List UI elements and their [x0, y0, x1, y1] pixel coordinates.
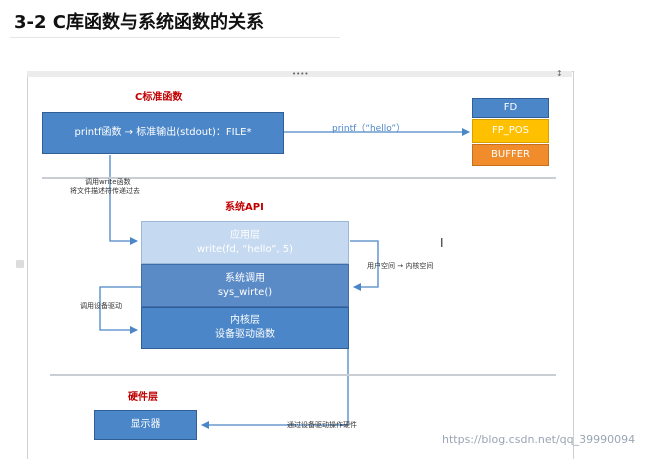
fp-pos-label: FP_POS [491, 125, 530, 136]
hardware-arrow [201, 345, 349, 429]
expand-icon[interactable]: ↕ [556, 69, 563, 78]
kernel-sub: 设备驱动函数 [215, 329, 275, 340]
user-to-kernel-arrow [350, 240, 379, 291]
driver-call-arrow [99, 286, 141, 334]
slide-left-handle-icon[interactable] [16, 260, 24, 268]
display-label: 显示器 [130, 419, 161, 430]
app-layer-call: write(fd, “hello”, 5) [196, 243, 294, 255]
syscall-title: 系统调用 [225, 272, 265, 284]
fp-pos-cell: FP_POS [472, 119, 549, 143]
slide-resize-grip-icon[interactable]: •••• [292, 70, 309, 78]
slide-top-bar[interactable] [27, 71, 572, 77]
write-call-arrow [109, 155, 138, 245]
printf-stdout-label: printf函数 → 标准输出(stdout)：FILE* [74, 127, 252, 138]
user-kernel-label: 用户空间 → 内核空间 [367, 262, 434, 270]
section-hardware-title: 硬件层 [128, 392, 158, 403]
buffer-cell: BUFFER [472, 144, 549, 166]
app-layer-title: 应用层 [230, 229, 260, 241]
display-box: 显示器 [94, 410, 197, 440]
title-underline [10, 37, 340, 38]
divider-c-lib [42, 177, 556, 179]
drive-hardware-label: 通过设备驱动操作硬件 [287, 421, 357, 429]
page-title: 3-2 C库函数与系统函数的关系 [14, 12, 264, 33]
printf-hello-label: printf（“hello”） [332, 124, 406, 134]
kernel-layer-box: 内核层 设备驱动函数 [141, 307, 349, 349]
printf-stdout-box: printf函数 → 标准输出(stdout)：FILE* [42, 112, 284, 154]
app-layer-box: 应用层 write(fd, “hello”, 5) [141, 221, 349, 264]
text-cursor-icon: I [440, 236, 444, 250]
pass-fd-label: 将文件描述符传递过去 [70, 187, 140, 195]
fd-cell: FD [472, 98, 549, 118]
kernel-title: 内核层 [230, 315, 260, 326]
call-driver-label: 调用设备驱动 [80, 302, 122, 310]
syscall-call: sys_wirte() [217, 286, 273, 298]
section-c-lib-title: C标准函数 [135, 92, 183, 103]
syscall-layer-box: 系统调用 sys_wirte() [141, 264, 349, 307]
divider-hardware [50, 374, 556, 376]
fd-label: FD [503, 102, 518, 113]
buffer-label: BUFFER [491, 149, 530, 160]
section-sys-api-title: 系统API [225, 202, 264, 213]
call-write-label: 调用write函数 [85, 178, 131, 186]
watermark: https://blog.csdn.net/qq_39990094 [442, 433, 636, 446]
